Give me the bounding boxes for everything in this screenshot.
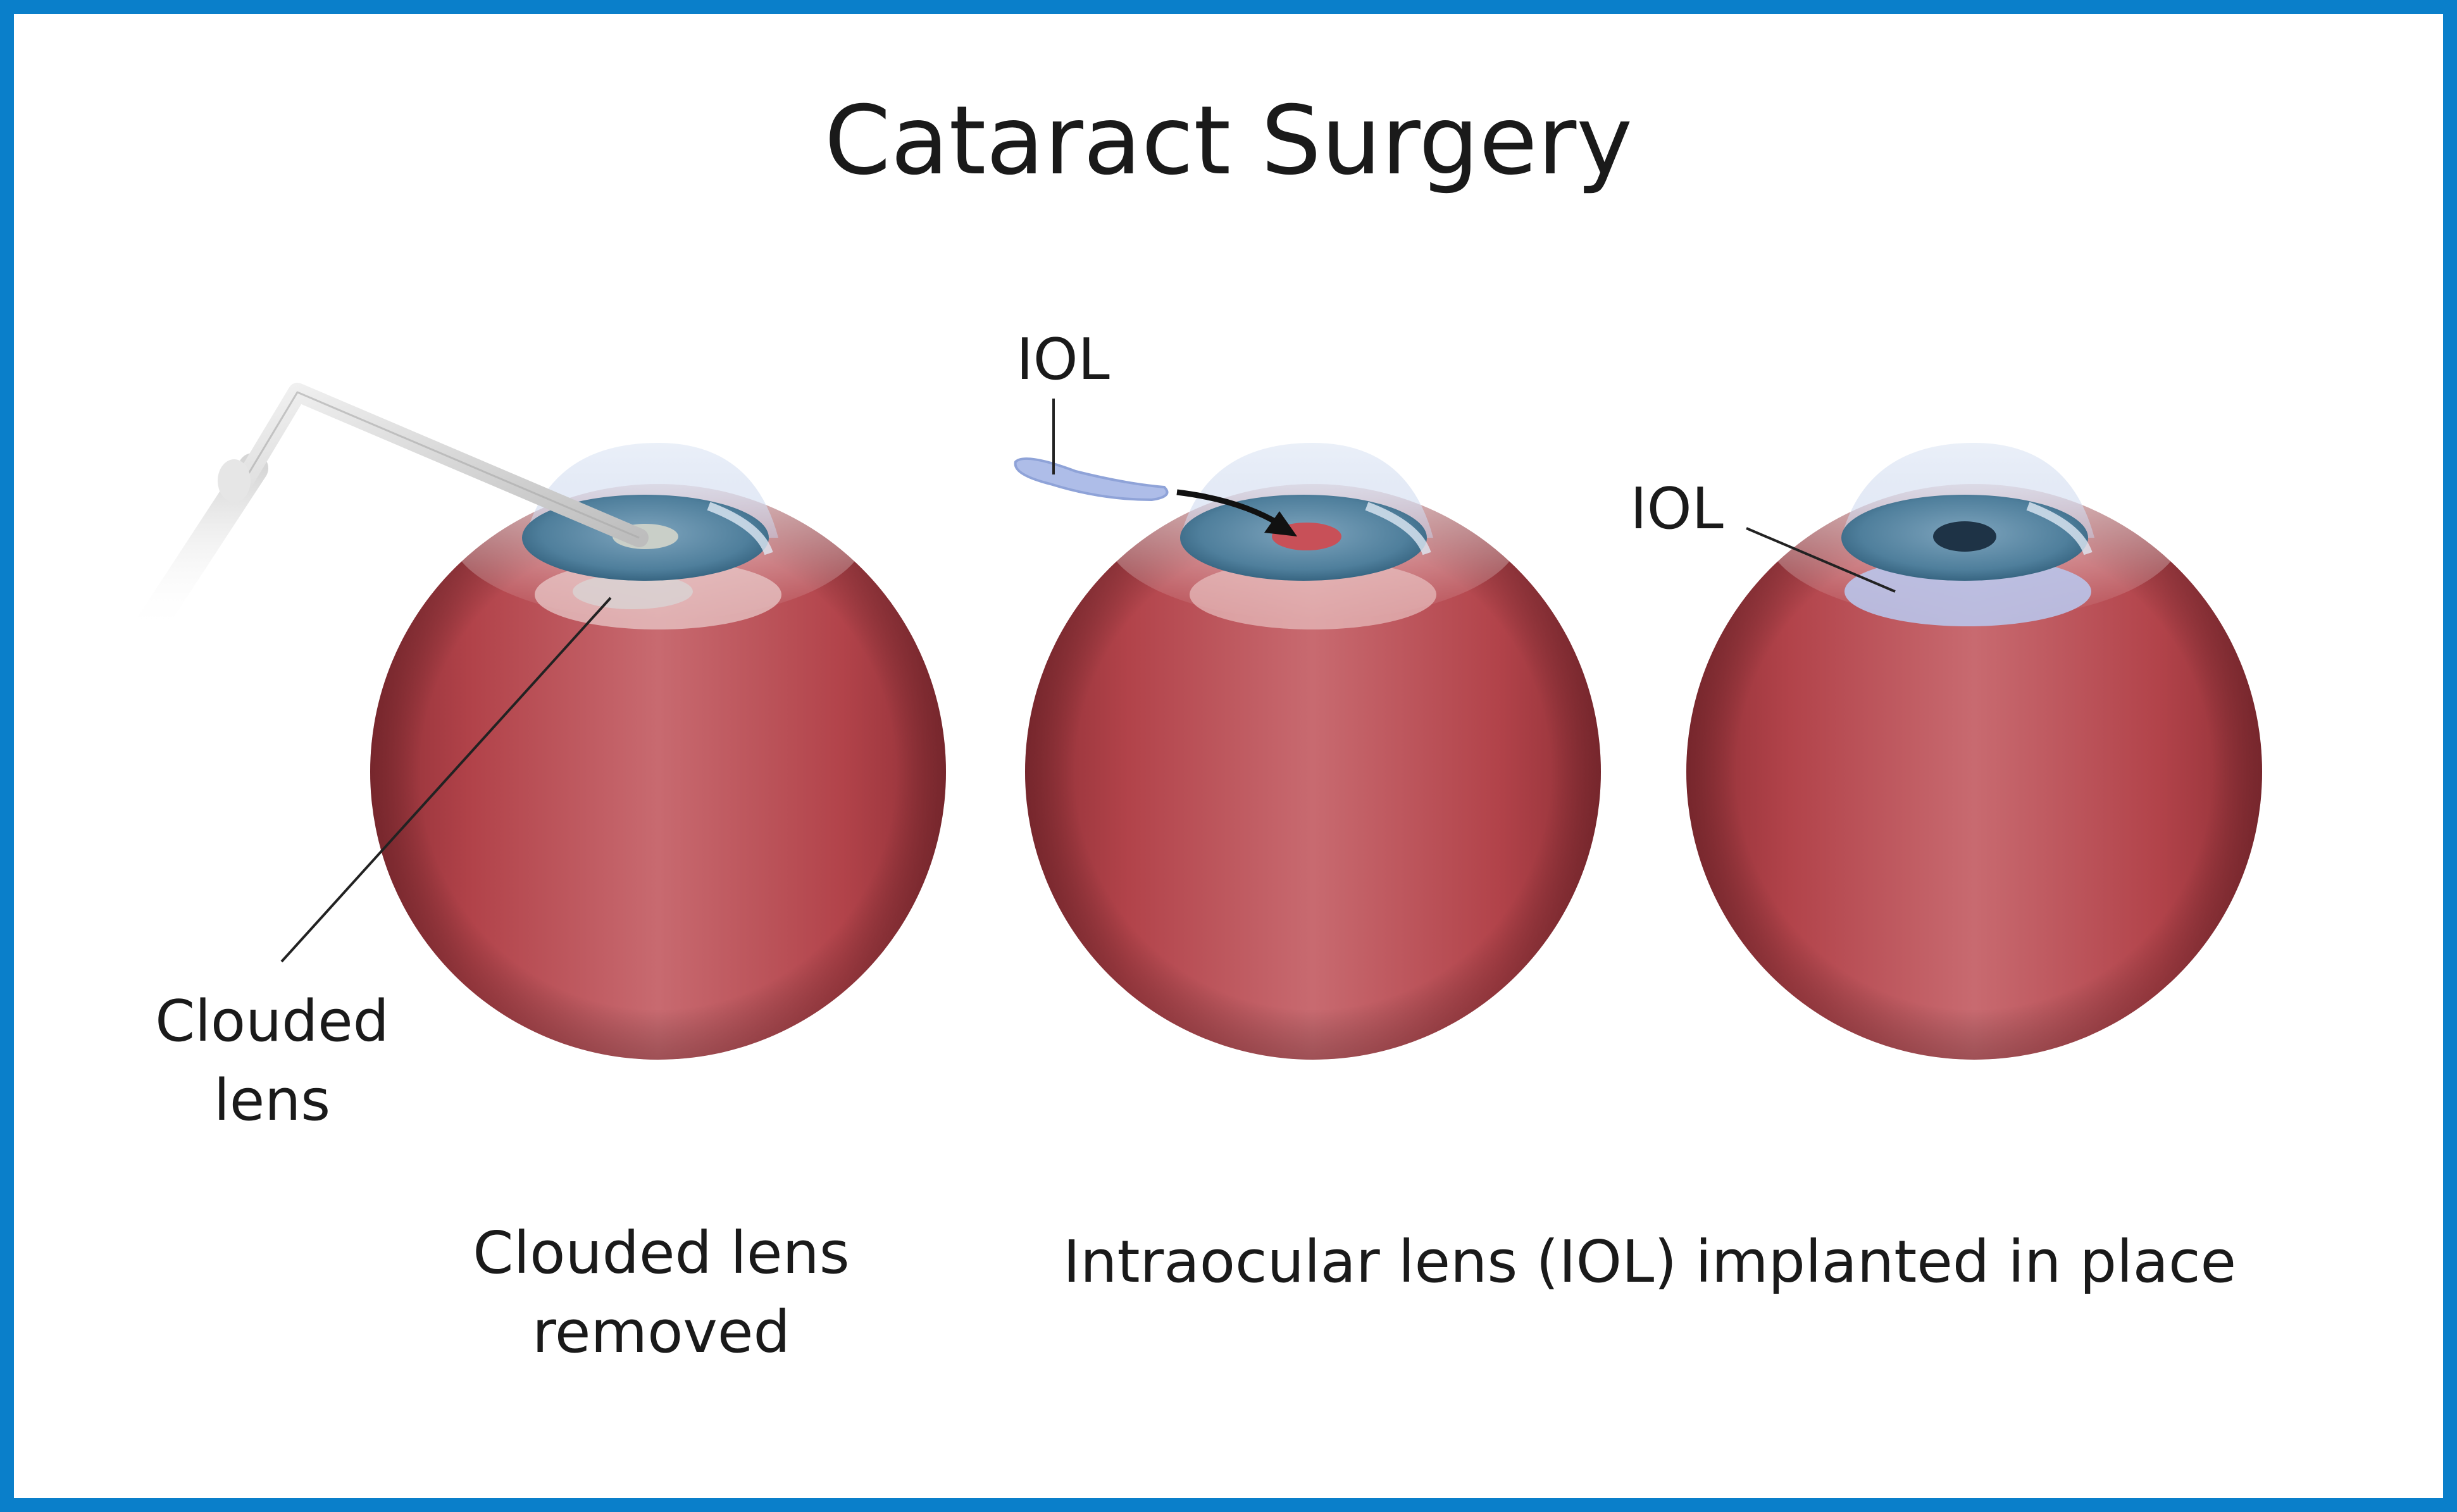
label-clouded-lens-line1: Clouded xyxy=(155,988,389,1055)
caption-lens-removed: Clouded lens removed xyxy=(430,1213,892,1372)
label-clouded-lens: Clouded lens xyxy=(95,982,449,1140)
eye-clouded-lens-removal xyxy=(370,443,946,1060)
surgical-probe xyxy=(130,383,649,648)
insertion-arrow xyxy=(1176,489,1297,536)
label-iol-middle: IOL xyxy=(1016,326,1110,393)
diagram-title: Cataract Surgery xyxy=(824,86,1633,196)
eye-iol-insertion xyxy=(1025,443,1601,1060)
label-clouded-lens-line2: lens xyxy=(213,1067,331,1134)
label-iol-right: IOL xyxy=(1630,476,1724,542)
caption-lens-removed-line2: removed xyxy=(532,1298,790,1366)
eye-iol-implanted xyxy=(1686,443,2262,1060)
leader-line-clouded-lens xyxy=(280,597,612,963)
leader-line-iol-right xyxy=(1746,527,1896,593)
caption-iol-implanted: Intraocular lens (IOL) implanted in plac… xyxy=(1063,1228,2237,1296)
caption-lens-removed-line1: Clouded lens xyxy=(473,1219,850,1287)
